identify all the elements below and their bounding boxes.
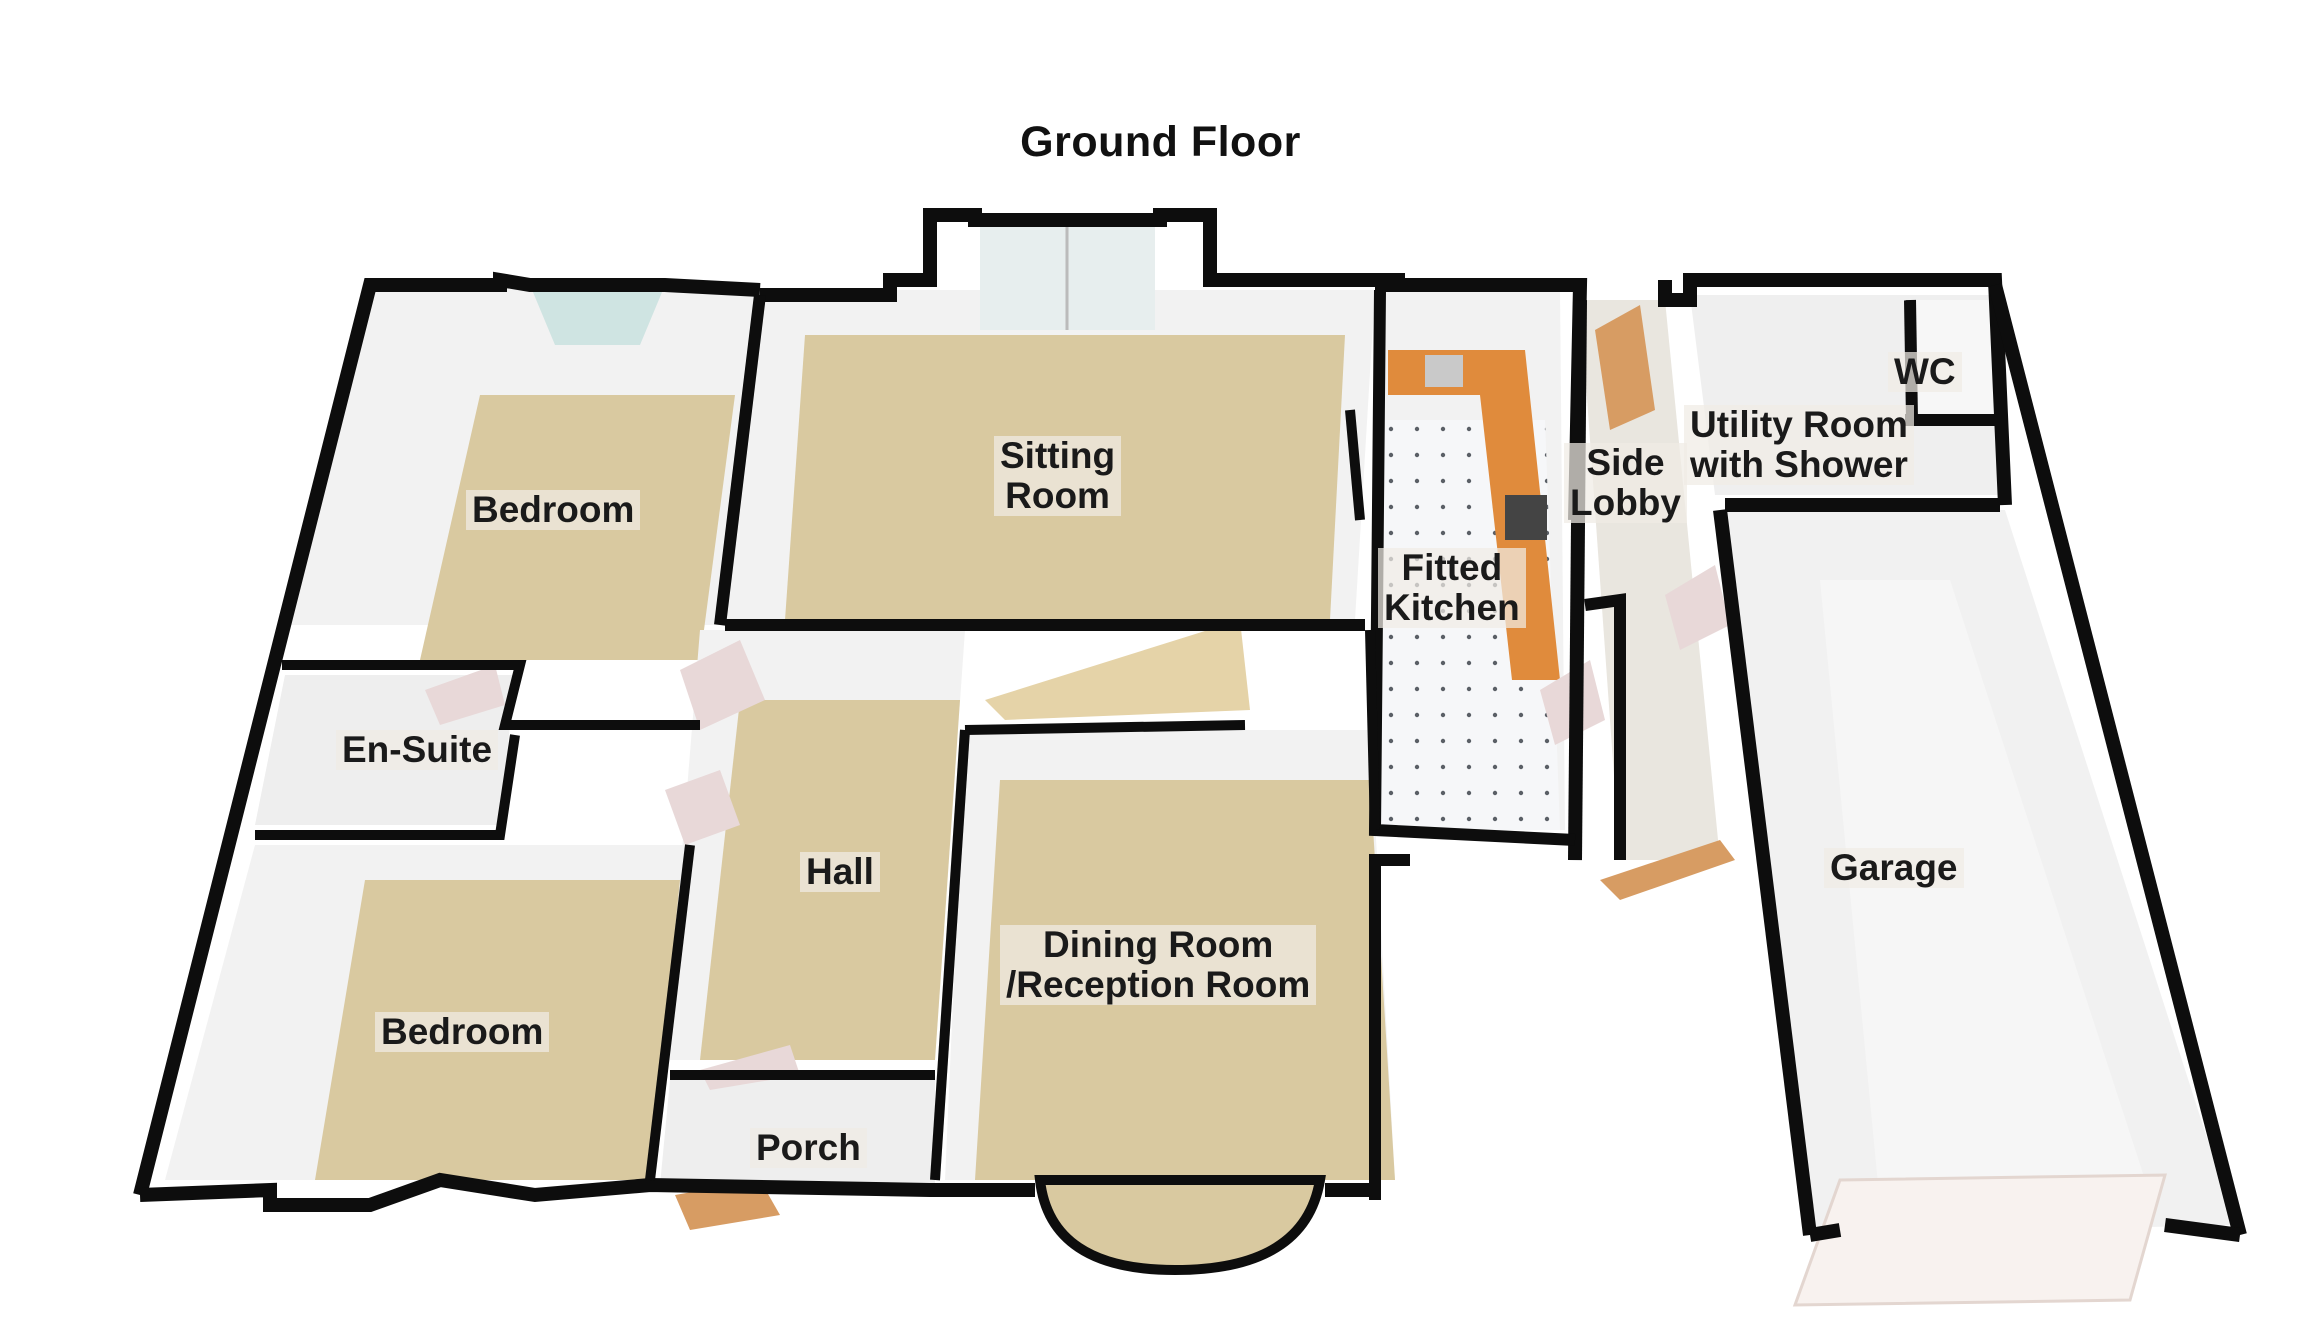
- label-hall-text: Hall: [806, 851, 874, 892]
- label-hall: Hall: [800, 852, 880, 892]
- label-porch: Porch: [750, 1128, 867, 1168]
- label-en-suite-text: En-Suite: [342, 729, 493, 770]
- label-fitted-kitchen: Fitted Kitchen: [1378, 548, 1526, 628]
- label-sitting-room-line2: Room: [1005, 475, 1110, 516]
- label-side-lobby-line1: Side: [1586, 442, 1665, 483]
- label-wc-text: WC: [1894, 351, 1956, 392]
- door-side-lobby-top: [1595, 305, 1655, 430]
- room-garage: [1725, 510, 2235, 1307]
- label-porch-text: Porch: [756, 1127, 861, 1168]
- label-bedroom-top: Bedroom: [466, 489, 641, 530]
- kitchen-sink: [1425, 355, 1463, 387]
- label-dining-room-line2: /Reception Room: [1006, 964, 1311, 1005]
- label-en-suite: En-Suite: [336, 729, 499, 770]
- label-sitting-room-line1: Sitting: [1000, 435, 1116, 476]
- label-fitted-kitchen-line1: Fitted: [1401, 547, 1503, 588]
- label-bedroom-bottom-text: Bedroom: [381, 1011, 544, 1052]
- door-side-lobby-bottom: [1600, 840, 1735, 900]
- walls: [133, 208, 2247, 1242]
- label-garage: Garage: [1824, 848, 1964, 888]
- label-garage-text: Garage: [1830, 847, 1958, 888]
- label-utility-room-line2: with Shower: [1690, 444, 1908, 485]
- kitchen-hob: [1505, 495, 1547, 540]
- label-fitted-kitchen-line2: Kitchen: [1384, 587, 1520, 628]
- label-sitting-room: Sitting Room: [994, 435, 1122, 516]
- label-utility-room: Utility Room with Shower: [1684, 405, 1914, 485]
- floor-title: Ground Floor: [1020, 118, 1301, 166]
- window-bedroom-top: [530, 285, 665, 345]
- label-bedroom-top-text: Bedroom: [472, 489, 635, 530]
- label-side-lobby: Side Lobby: [1564, 443, 1687, 523]
- staircase: [985, 620, 1250, 720]
- label-side-lobby-line2: Lobby: [1570, 482, 1681, 523]
- label-bedroom-bottom: Bedroom: [375, 1011, 550, 1052]
- label-utility-room-line1: Utility Room: [1690, 404, 1908, 445]
- interior-doors: [425, 565, 1730, 1090]
- label-dining-room-line1: Dining Room: [1043, 924, 1274, 965]
- label-wc: WC: [1888, 352, 1962, 392]
- garage-door: [1792, 1173, 2167, 1307]
- bay-window-dining-room: [1034, 1175, 1326, 1276]
- label-dining-room: Dining Room /Reception Room: [1000, 924, 1317, 1005]
